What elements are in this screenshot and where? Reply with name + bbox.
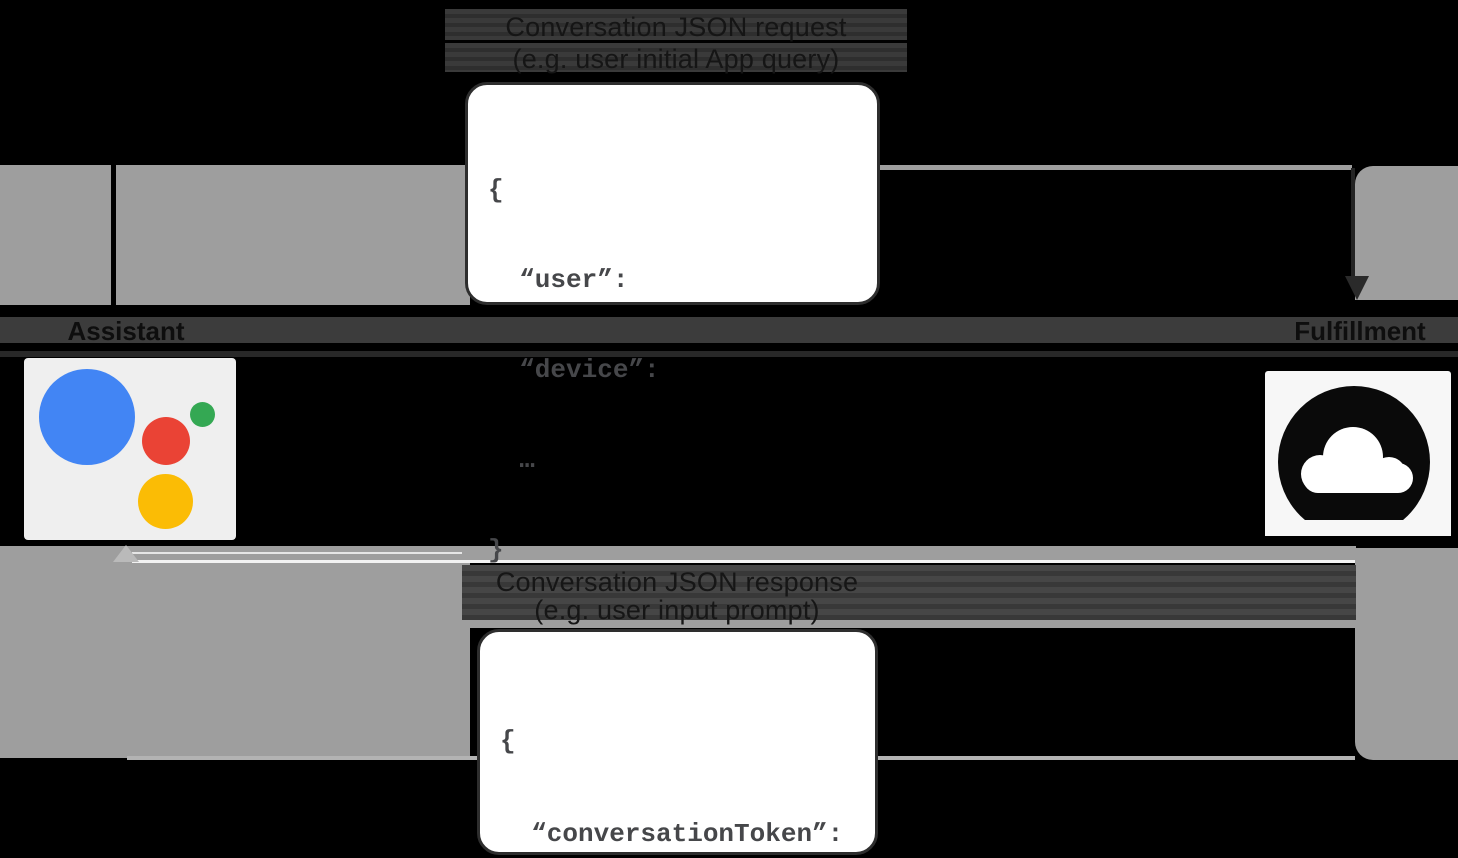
request-arrowhead-icon [1345, 276, 1369, 300]
response-arrow-edge-line [132, 552, 462, 554]
assistant-blue-circle [39, 369, 135, 465]
cloud-icon-svg [1265, 386, 1451, 540]
assistant-green-circle [190, 402, 215, 427]
code-line: “device”: [488, 355, 660, 385]
response-arrowhead-icon [113, 545, 139, 562]
response-subtitle: (e.g. user input prompt) [534, 595, 820, 625]
response-arrow-fill-left [0, 546, 470, 758]
request-title: Conversation JSON request [505, 12, 847, 42]
code-line: “conversationToken”: [500, 819, 844, 849]
code-line: { [488, 175, 504, 205]
response-arrow-bottom-strip [462, 620, 1356, 628]
response-title-strip [462, 565, 1356, 620]
assistant-label: Assistant [67, 316, 185, 346]
cloud-icon [1265, 371, 1451, 540]
code-line: } [488, 535, 504, 565]
request-arrow-line [880, 165, 1352, 170]
response-title: Conversation JSON response [495, 567, 859, 597]
request-title-strip [445, 9, 907, 40]
request-subtitle: (e.g. user initial App query) [512, 44, 840, 74]
request-arrow-fill-right [1355, 166, 1458, 300]
label-band [0, 317, 1458, 343]
request-arrow-elbow-line [1351, 168, 1355, 278]
code-line: “user”: [488, 265, 629, 295]
response-json-card: { “conversationToken”: “userStorage”: … … [477, 629, 878, 855]
google-assistant-logo-icon [24, 358, 236, 540]
assistant-yellow-circle [138, 474, 193, 529]
request-subtitle-strip [445, 43, 907, 72]
response-arrow-fill-right [1355, 548, 1458, 760]
code-line: … [488, 445, 535, 475]
request-arrow-fill-mid [116, 165, 470, 305]
code-line: { [500, 726, 516, 756]
response-arrow-top-strip [470, 546, 1356, 560]
band-underline [0, 351, 1458, 357]
request-json-card: { “user”: “device”: … } [465, 82, 880, 565]
assistant-red-circle [142, 417, 190, 465]
response-arrow-line [132, 560, 1355, 563]
fulfillment-label: Fulfillment [1294, 316, 1426, 346]
request-arrow-fill-left [0, 165, 111, 305]
